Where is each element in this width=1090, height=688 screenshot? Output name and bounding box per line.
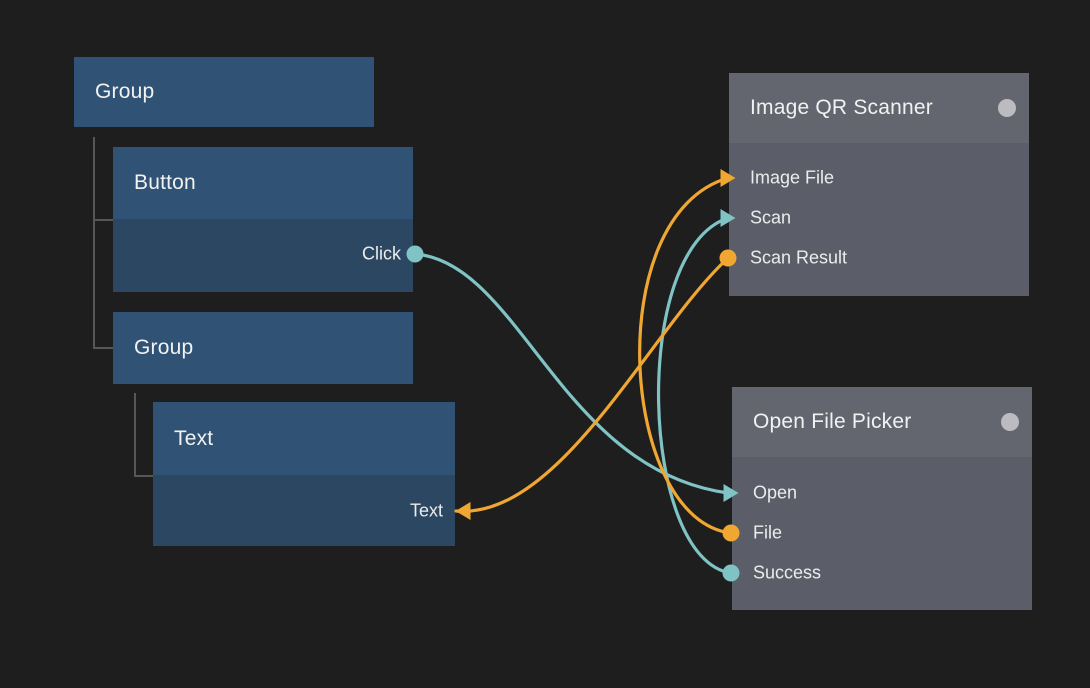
port-dot-success[interactable] — [722, 564, 740, 582]
port-label: Click — [362, 243, 401, 264]
port-arrow-image-file[interactable] — [720, 169, 736, 187]
node-header[interactable]: Group — [113, 312, 413, 384]
port-label: Open — [753, 482, 798, 503]
node-body: Text — [153, 475, 455, 546]
node-header[interactable]: Image QR Scanner — [729, 73, 1029, 143]
port-label: Image File — [750, 167, 835, 188]
port-label: Scan — [750, 207, 792, 228]
function-port-success[interactable]: Success — [732, 563, 821, 584]
function-port-image-file[interactable]: Image File — [729, 168, 834, 189]
node-title: Open File Picker — [753, 410, 912, 433]
node-header[interactable]: Text — [153, 402, 455, 475]
port-dot-click[interactable] — [406, 245, 424, 263]
function-port-open[interactable]: Open — [732, 483, 797, 504]
tree-line-stub-1b — [93, 347, 113, 349]
node-header[interactable]: Open File Picker — [732, 387, 1032, 457]
function-port-file[interactable]: File — [732, 523, 782, 544]
port-dot-scan-result[interactable] — [719, 249, 737, 267]
node-header[interactable]: Button — [113, 147, 413, 219]
node-collapse-dot-icon[interactable] — [1001, 413, 1019, 431]
function-port-scan-result[interactable]: Scan Result — [729, 248, 847, 269]
node-body: Click — [113, 219, 413, 292]
port-arrow-scan[interactable] — [720, 209, 736, 227]
tree-line-trunk-1 — [93, 137, 95, 349]
tree-line-stub-2a — [134, 475, 153, 477]
node-title: Text — [174, 426, 214, 450]
function-port-scan[interactable]: Scan — [729, 208, 791, 229]
widget-node-group-child[interactable]: Group — [113, 312, 413, 384]
widget-port-click[interactable]: Click — [362, 244, 413, 265]
tree-line-trunk-2 — [134, 393, 136, 475]
node-title: Image QR Scanner — [750, 96, 933, 119]
widget-port-text[interactable]: Text — [410, 501, 455, 522]
wire-file-to-imagefile[interactable] — [638, 176, 733, 535]
wire-click-to-open[interactable] — [413, 252, 730, 495]
port-dot-file[interactable] — [722, 524, 740, 542]
port-label: Scan Result — [750, 247, 848, 268]
node-collapse-dot-icon[interactable] — [998, 99, 1016, 117]
port-arrow-open[interactable] — [723, 484, 739, 502]
node-title: Group — [95, 80, 155, 103]
tree-line-stub-1a — [93, 219, 113, 221]
node-title: Button — [134, 171, 196, 194]
wire-success-to-scan[interactable] — [656, 216, 733, 575]
port-arrow-text[interactable] — [455, 502, 471, 520]
widget-node-group-root[interactable]: Group — [74, 57, 374, 127]
node-title: Group — [134, 336, 194, 359]
wire-scanresult-to-text[interactable] — [454, 256, 730, 513]
port-label: File — [753, 522, 783, 543]
port-label: Success — [753, 562, 822, 583]
node-header[interactable]: Group — [74, 57, 374, 127]
port-label: Text — [409, 500, 443, 521]
